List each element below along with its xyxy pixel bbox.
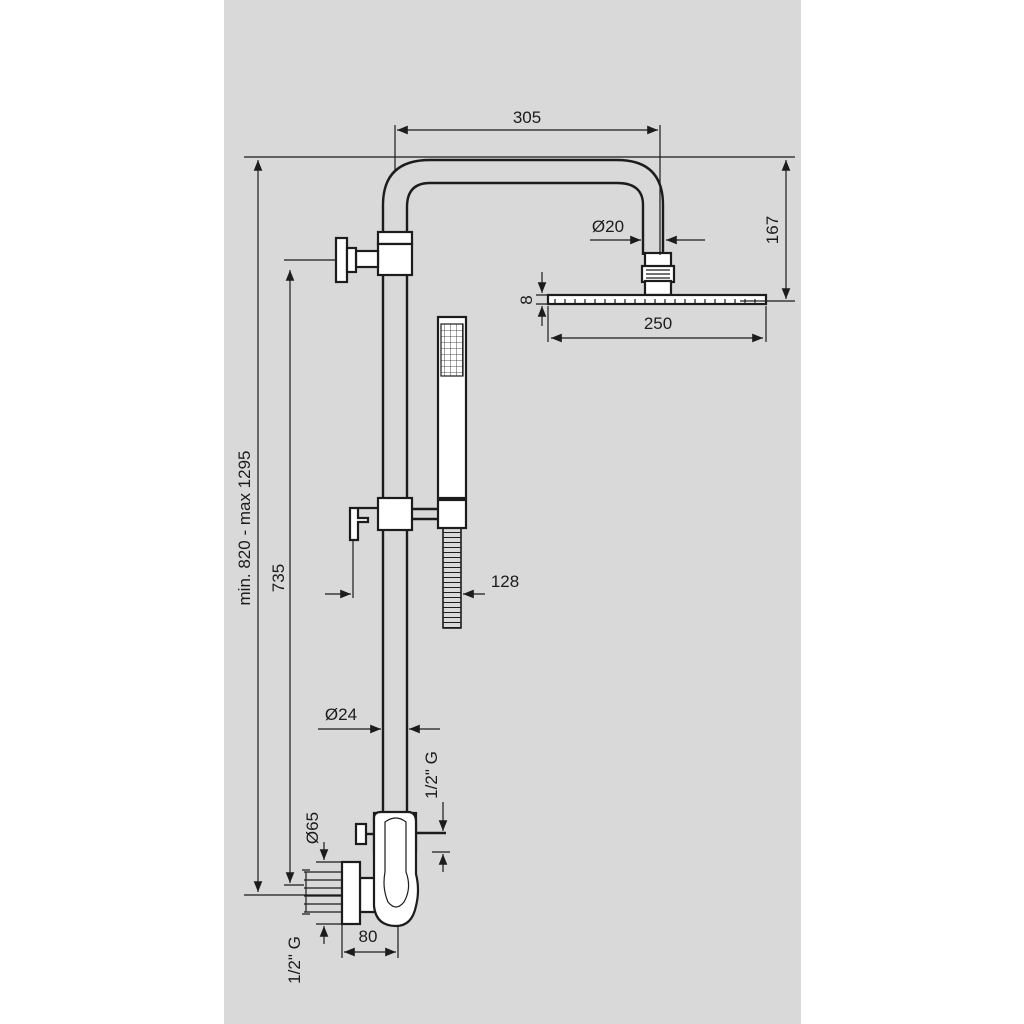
dim-total-height: min. 820 - max 1295 — [235, 451, 254, 606]
dim-mixer-depth: 80 — [359, 927, 378, 946]
hand-shower — [436, 315, 468, 500]
dimension-lines — [244, 125, 795, 958]
dim-head-thickness: 8 — [517, 295, 536, 304]
shower-head-connector — [640, 251, 676, 297]
dim-handshower-offset: 128 — [491, 572, 519, 591]
dim-rail-height: 735 — [269, 564, 288, 592]
dim-arm-length: 305 — [513, 108, 541, 127]
dim-arm-height: 167 — [763, 216, 782, 244]
shower-hose — [442, 527, 462, 629]
dim-rail-diameter: Ø24 — [325, 705, 357, 724]
dim-inlet-thread: 1/2" G — [285, 936, 304, 984]
dim-head-width: 250 — [644, 314, 672, 333]
shower-head — [546, 293, 768, 306]
dim-flange-diameter: Ø65 — [303, 812, 322, 844]
diverter-knob — [334, 236, 380, 284]
wall-inlet — [304, 871, 342, 913]
rail-column — [381, 275, 409, 813]
dim-arm-diameter: Ø20 — [592, 217, 624, 236]
rail-top-clamp — [376, 230, 414, 277]
slider-bracket — [348, 496, 468, 542]
shower-arm — [381, 158, 665, 255]
thermostatic-mixer — [340, 810, 446, 928]
dim-outlet-thread: 1/2" G — [422, 751, 441, 799]
